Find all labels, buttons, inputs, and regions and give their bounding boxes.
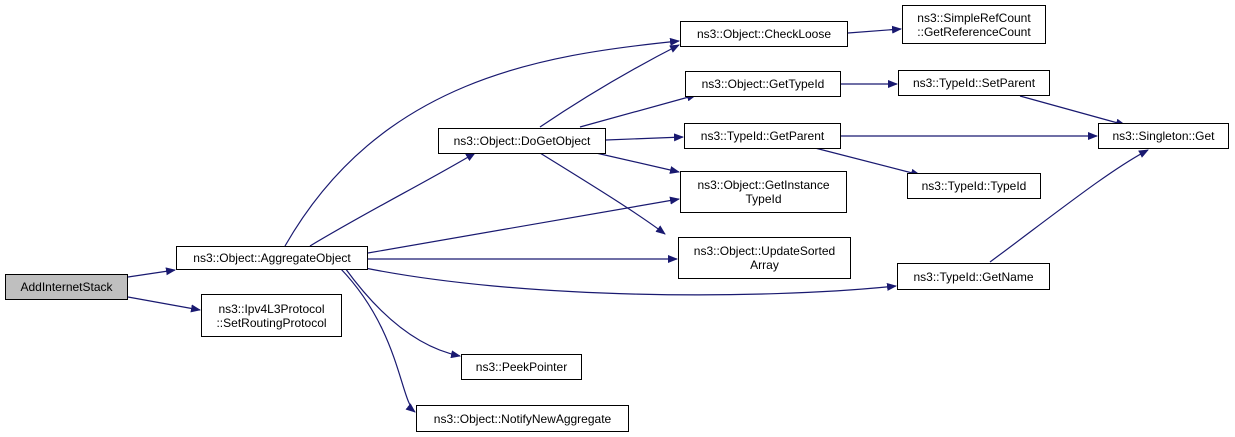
node-set-routing-protocol[interactable]: ns3::Ipv4L3Protocol::SetRoutingProtocol — [201, 294, 342, 337]
edge-dogetobject-typeidgetparent — [605, 133, 684, 142]
node-label-line: ns3::Object::AggregateObject — [193, 251, 351, 265]
node-label-line: ns3::TypeId::TypeId — [921, 179, 1027, 193]
node-label-line: ns3::Object::UpdateSorted — [693, 244, 836, 258]
edge-dogetobject-updatesortedarray — [539, 152, 666, 235]
edge-aggregateobject-dogetobject — [309, 152, 476, 247]
node-label-line: TypeId — [745, 192, 782, 206]
node-label-line: ns3::Ipv4L3Protocol — [218, 301, 325, 316]
edge-checkloose-getreferencecount — [847, 25, 902, 34]
node-do-get-object[interactable]: ns3::Object::DoGetObject — [438, 128, 606, 154]
node-peek-pointer[interactable]: ns3::PeekPointer — [461, 354, 582, 380]
edge-aggregateobject-getinstancetypeid — [367, 196, 680, 254]
node-label-line: ns3::TypeId::GetName — [913, 269, 1034, 284]
node-label-line: ns3::TypeId::SetParent — [912, 76, 1036, 90]
node-label-line: ns3::SimpleRefCount — [917, 10, 1031, 25]
edge-aggregateobject-peekpointer — [344, 267, 461, 359]
node-aggregate-object[interactable]: ns3::Object::AggregateObject — [176, 246, 368, 270]
node-get-reference-count[interactable]: ns3::SimpleRefCount::GetReferenceCount — [902, 5, 1046, 44]
edge-addinternetstack-aggregateobject — [127, 267, 176, 278]
edge-dogetobject-getinstancetypeid — [595, 152, 680, 174]
edge-dogetobject-gettypeid — [579, 93, 697, 128]
node-label-line: ns3::Singleton::Get — [1112, 129, 1215, 143]
node-label-line: ns3::Object::CheckLoose — [696, 27, 832, 41]
node-label-line: ns3::Object::GetTypeId — [701, 77, 825, 91]
edge-aggregateobject-checkloose — [284, 37, 680, 247]
node-label-line: ns3::PeekPointer — [475, 360, 568, 374]
edge-dogetobject-checkloose — [539, 44, 680, 128]
node-label-line: ns3::Object::DoGetObject — [453, 134, 591, 148]
node-typeid-set-parent[interactable]: ns3::TypeId::SetParent — [898, 70, 1050, 96]
node-typeid-get-parent[interactable]: ns3::TypeId::GetParent — [684, 123, 841, 149]
node-label-line: Array — [750, 258, 779, 272]
edge-addinternetstack-setroutingprotocol — [127, 296, 201, 313]
node-typeid-typeid[interactable]: ns3::TypeId::TypeId — [907, 173, 1041, 199]
edge-aggregateobject-getname — [359, 266, 897, 296]
node-typeid-get-name[interactable]: ns3::TypeId::GetName — [897, 263, 1050, 290]
edge-getname-singletonget — [989, 149, 1149, 263]
node-label-line: ns3::TypeId::GetParent — [700, 129, 825, 143]
node-notify-new-aggregate[interactable]: ns3::Object::NotifyNewAggregate — [416, 405, 629, 432]
node-singleton-get[interactable]: ns3::Singleton::Get — [1098, 123, 1229, 149]
node-label-line: AddInternetStack — [20, 280, 113, 294]
node-get-type-id[interactable]: ns3::Object::GetTypeId — [685, 71, 841, 97]
node-label-line: ns3::Object::NotifyNewAggregate — [433, 411, 612, 426]
node-add-internet-stack[interactable]: AddInternetStack — [5, 274, 128, 300]
node-label-line: ns3::Object::GetInstance — [697, 178, 830, 192]
edge-aggregateobject-notifynewaggregate — [339, 267, 416, 413]
edge-typeidgetparent-typeidtypeid — [814, 147, 921, 177]
node-label-line: ::GetReferenceCount — [917, 24, 1031, 39]
node-label-line: ::SetRoutingProtocol — [216, 315, 327, 330]
edge-setparent-singletonget — [1019, 95, 1126, 127]
node-check-loose[interactable]: ns3::Object::CheckLoose — [680, 21, 848, 47]
